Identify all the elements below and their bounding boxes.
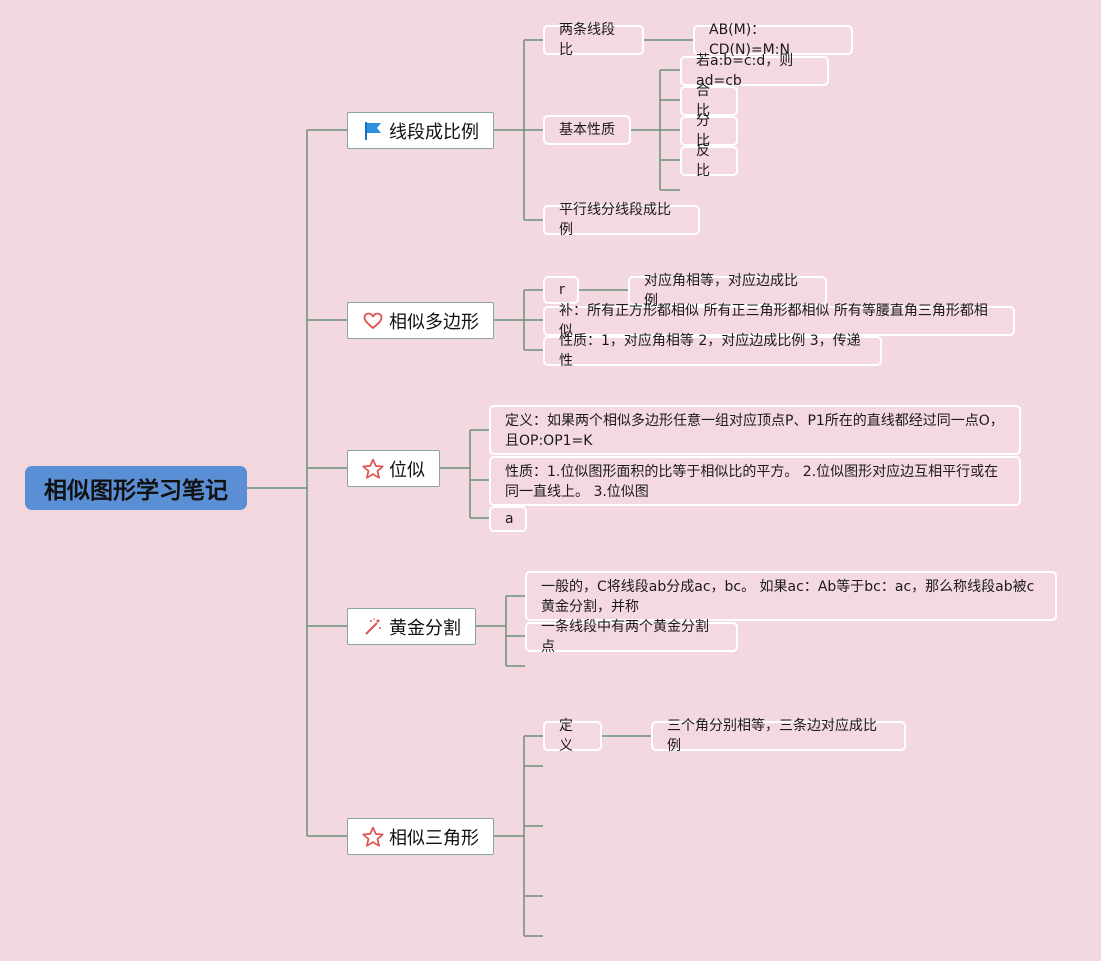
node-label: 补：所有正方形都相似 所有正三角形都相似 所有等腰直角三角形都相似: [559, 303, 988, 339]
node-label: 一般的，C将线段ab分成ac，bc。 如果ac：Ab等于bc：ac，那么称线段a…: [541, 579, 1035, 615]
node-fan-bi[interactable]: 反比: [680, 143, 738, 179]
node-label: 两条线段比: [559, 22, 615, 58]
node-label: 定义：如果两个相似多边形任意一组对应顶点P、P1所在的直线都经过同一点O，且OP…: [505, 413, 1004, 449]
node-label: 分比: [696, 113, 710, 149]
node-label: 一条线段中有两个黄金分割点: [541, 619, 709, 655]
node-label: 性质：1.位似图形面积的比等于相似比的平方。 2.位似图形对应边互相平行或在同一…: [505, 464, 999, 500]
topic-homothety[interactable]: 位似: [347, 450, 440, 487]
node-homothety-property[interactable]: 性质：1.位似图形面积的比等于相似比的平方。 2.位似图形对应边互相平行或在同一…: [489, 456, 1021, 506]
node-golden-two-points[interactable]: 一条线段中有两个黄金分割点: [525, 619, 738, 655]
star-icon: [362, 826, 384, 848]
node-supplement[interactable]: 补：所有正方形都相似 所有正三角形都相似 所有等腰直角三角形都相似: [543, 303, 1015, 339]
node-label: 合比: [696, 83, 710, 119]
node-he-bi[interactable]: 合比: [680, 83, 738, 119]
node-label: 性质：1，对应角相等 2，对应边成比例 3，传递性: [559, 333, 861, 369]
topic-label: 相似三角形: [389, 827, 479, 849]
node-ab-cd-ratio[interactable]: AB(M)：CD(N)=M:N: [693, 22, 853, 58]
node-label: 基本性质: [559, 122, 615, 138]
node-a[interactable]: a: [489, 506, 527, 532]
node-label: 对应角相等，对应边成比例: [644, 273, 798, 309]
node-triangle-definition-text[interactable]: 三个角分别相等，三条边对应成比例: [651, 718, 906, 754]
topic-similar-triangles[interactable]: 相似三角形: [347, 818, 494, 855]
topic-segment-proportion[interactable]: 线段成比例: [347, 112, 494, 149]
node-label: 三个角分别相等，三条边对应成比例: [667, 718, 877, 754]
node-if-ratio[interactable]: 若a:b=c:d，则ad=cb: [680, 53, 829, 89]
node-label: 平行线分线段成比例: [559, 202, 671, 238]
node-fen-bi[interactable]: 分比: [680, 113, 738, 149]
node-basic-property[interactable]: 基本性质: [543, 115, 631, 145]
node-label: 定义: [559, 718, 573, 754]
node-triangle-definition[interactable]: 定义: [543, 718, 602, 754]
node-properties-polygon[interactable]: 性质：1，对应角相等 2，对应边成比例 3，传递性: [543, 333, 882, 369]
node-parallel-lines[interactable]: 平行线分线段成比例: [543, 202, 700, 238]
node-label: AB(M)：CD(N)=M:N: [709, 22, 790, 58]
topic-label: 线段成比例: [389, 121, 479, 143]
topic-golden-section[interactable]: 黄金分割: [347, 608, 476, 645]
topic-label: 位似: [389, 459, 425, 481]
heart-icon: [362, 310, 384, 332]
node-homothety-definition[interactable]: 定义：如果两个相似多边形任意一组对应顶点P、P1所在的直线都经过同一点O，且OP…: [489, 405, 1021, 455]
node-corresponding[interactable]: 对应角相等，对应边成比例: [628, 273, 827, 309]
node-label: 反比: [696, 143, 710, 179]
root-topic[interactable]: 相似图形学习笔记: [25, 466, 247, 510]
node-label: a: [505, 511, 514, 527]
magic-wand-icon: [362, 616, 384, 638]
node-r[interactable]: r: [543, 276, 579, 304]
topic-label: 相似多边形: [389, 311, 479, 333]
node-golden-definition[interactable]: 一般的，C将线段ab分成ac，bc。 如果ac：Ab等于bc：ac，那么称线段a…: [525, 571, 1057, 621]
star-icon: [362, 458, 384, 480]
topic-label: 黄金分割: [389, 617, 461, 639]
node-two-segments-ratio[interactable]: 两条线段比: [543, 22, 644, 58]
topic-similar-polygons[interactable]: 相似多边形: [347, 302, 494, 339]
node-label: 若a:b=c:d，则ad=cb: [696, 53, 794, 89]
node-label: r: [559, 282, 565, 298]
root-topic-label: 相似图形学习笔记: [44, 478, 228, 504]
flag-icon: [362, 120, 384, 142]
